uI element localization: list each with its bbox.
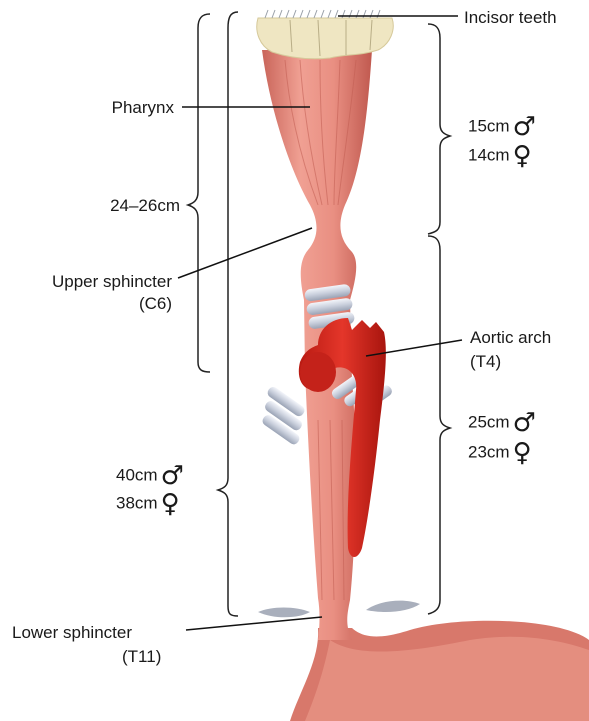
female-icon: ♀ (161, 491, 180, 517)
label-pharynx-length: 24–26cm (50, 195, 180, 216)
measure-total-male-value: 40cm (116, 465, 158, 484)
male-icon: ♂ (513, 410, 536, 436)
leader-lower-sphincter (186, 617, 322, 630)
female-icon: ♀ (513, 440, 532, 466)
label-lower-sphincter: Lower sphincter (12, 622, 132, 643)
diaphragm-left (258, 608, 310, 618)
label-aortic-arch-level: (T4) (470, 351, 501, 372)
bracket-total (218, 12, 238, 616)
measure-upper-female-value: 14cm (468, 145, 510, 164)
label-upper-sphincter-level: (C6) (0, 293, 172, 314)
measure-lower-female: 23cm♀ (468, 440, 532, 466)
measure-total-female: 38cm♀ (116, 491, 180, 517)
measure-upper-male-value: 15cm (468, 116, 510, 135)
bracket-lower-right (428, 236, 450, 614)
bracket-upper-right (428, 24, 450, 234)
incisor-teeth (257, 18, 393, 59)
bracket-pharynx (188, 14, 210, 372)
label-aortic-arch: Aortic arch (470, 327, 551, 348)
measure-lower-female-value: 23cm (468, 442, 510, 461)
measure-lower-male-value: 25cm (468, 412, 510, 431)
male-icon: ♂ (161, 463, 184, 489)
measure-lower-male: 25cm♂ (468, 410, 536, 436)
measure-upper-male: 15cm♂ (468, 114, 536, 140)
male-icon: ♂ (513, 114, 536, 140)
label-pharynx: Pharynx (70, 97, 174, 118)
label-upper-sphincter: Upper sphincter (0, 271, 172, 292)
measure-upper-female: 14cm♀ (468, 143, 532, 169)
diaphragm-right (366, 601, 420, 612)
female-icon: ♀ (513, 143, 532, 169)
label-lower-sphincter-level: (T11) (122, 646, 161, 667)
measure-total-female-value: 38cm (116, 493, 158, 512)
label-incisor-teeth: Incisor teeth (464, 7, 557, 28)
measure-total-male: 40cm♂ (116, 463, 184, 489)
